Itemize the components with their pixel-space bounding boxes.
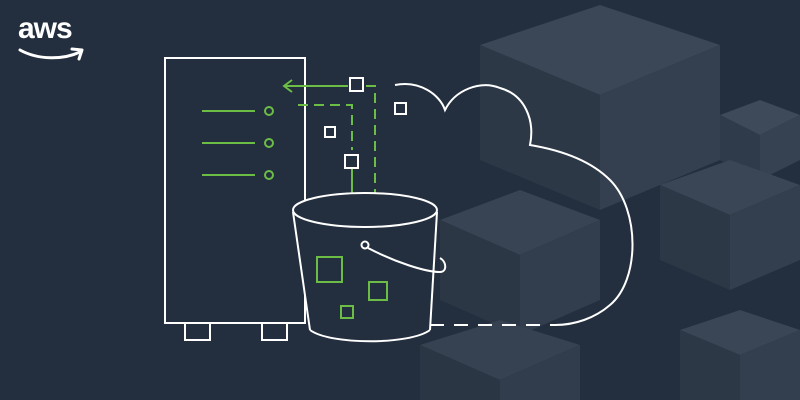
- data-block-icon: [349, 77, 364, 92]
- cube-large: [480, 5, 720, 210]
- bucket-icon: [292, 192, 447, 343]
- data-block-icon: [324, 126, 336, 138]
- cloud-icon: [394, 83, 634, 326]
- cube-lower-mid: [420, 320, 580, 400]
- arrow-left-icon: [282, 79, 348, 93]
- data-block-icon: [344, 154, 359, 169]
- server-indicator-lines: [202, 106, 274, 180]
- aws-logo: aws: [18, 14, 88, 64]
- data-block-icon: [394, 102, 407, 115]
- cube-mid-right: [660, 160, 800, 290]
- cube-behind-cloud: [440, 190, 600, 335]
- aws-smile-arrow-icon: [18, 47, 84, 61]
- cube-lower-right: [680, 310, 800, 400]
- server-icon: [164, 57, 306, 341]
- aws-logo-text: aws: [18, 12, 73, 45]
